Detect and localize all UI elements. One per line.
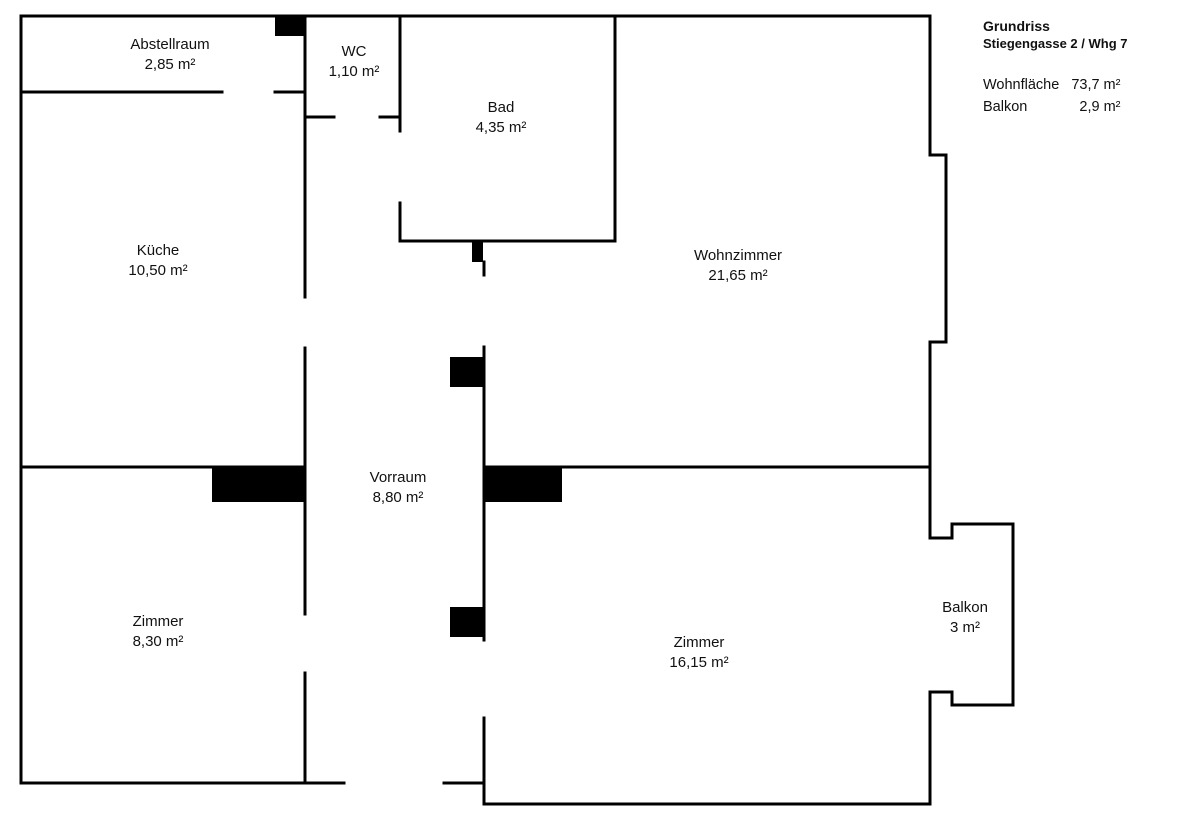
- room-name: Wohnzimmer: [693, 247, 783, 264]
- structural-pillars: [212, 16, 562, 637]
- area-summary: Wohnfläche 73,7 m² Balkon 2,9 m²: [983, 77, 1120, 121]
- outer-walls: [19, 14, 1015, 806]
- balcony-label: Balkon: [983, 99, 1028, 115]
- room-area: 3 m²: [950, 619, 980, 636]
- plan-title: Grundriss: [983, 18, 1050, 34]
- room-name: Zimmer: [132, 613, 184, 630]
- living-area-value: 73,7 m²: [1071, 77, 1121, 93]
- plan-info: Grundriss Stiegengasse 2 / Whg 7 Wohnflä…: [983, 18, 1128, 121]
- room-vorraum: Vorraum 8,80 m²: [348, 468, 448, 508]
- room-area: 16,15 m²: [669, 654, 729, 671]
- room-name: Küche: [136, 242, 180, 259]
- living-area-label: Wohnfläche: [983, 77, 1060, 93]
- room-name: Abstellraum: [130, 36, 210, 53]
- room-zimmer-small: Zimmer 8,30 m²: [108, 612, 208, 652]
- room-area: 1,10 m²: [328, 63, 380, 80]
- room-area: 4,35 m²: [475, 119, 527, 136]
- room-name: WC: [341, 43, 367, 60]
- room-zimmer-large: Zimmer 16,15 m²: [649, 633, 749, 673]
- balcony-value: 2,9 m²: [1079, 99, 1121, 115]
- room-area: 10,50 m²: [128, 262, 188, 279]
- room-name: Zimmer: [673, 634, 725, 651]
- room-abstellraum: Abstellraum 2,85 m²: [105, 35, 235, 75]
- room-balkon: Balkon 3 m²: [930, 598, 1000, 638]
- room-name: Bad: [487, 99, 515, 116]
- room-name: Vorraum: [369, 469, 427, 486]
- room-area: 2,85 m²: [144, 56, 196, 73]
- summary-row-living: Wohnfläche 73,7 m²: [983, 77, 1120, 99]
- room-wc: WC 1,10 m²: [314, 42, 394, 82]
- room-area: 21,65 m²: [708, 267, 768, 284]
- room-wohnzimmer: Wohnzimmer 21,65 m²: [678, 246, 798, 286]
- plan-address: Stiegengasse 2 / Whg 7: [983, 36, 1128, 51]
- room-kueche: Küche 10,50 m²: [108, 241, 208, 281]
- room-bad: Bad 4,35 m²: [456, 98, 546, 138]
- room-area: 8,80 m²: [372, 489, 424, 506]
- room-area: 8,30 m²: [132, 633, 184, 650]
- summary-row-balcony: Balkon 2,9 m²: [983, 99, 1120, 121]
- room-name: Balkon: [942, 599, 988, 616]
